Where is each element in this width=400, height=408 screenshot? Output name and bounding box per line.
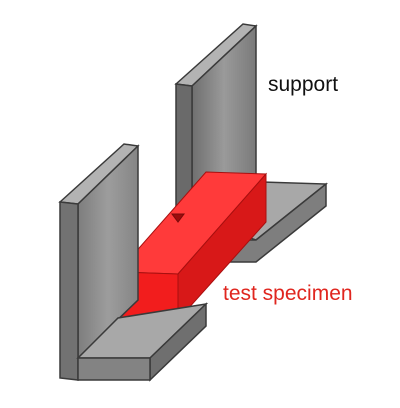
support-label: support: [268, 73, 339, 96]
front-support-base-front: [77, 357, 151, 381]
specimen-notch: [171, 213, 185, 223]
test-specimen: [116, 171, 268, 322]
front-support: [58, 143, 209, 382]
front-support-plate-edge: [59, 201, 79, 381]
test-specimen-label: test specimen: [223, 282, 353, 305]
